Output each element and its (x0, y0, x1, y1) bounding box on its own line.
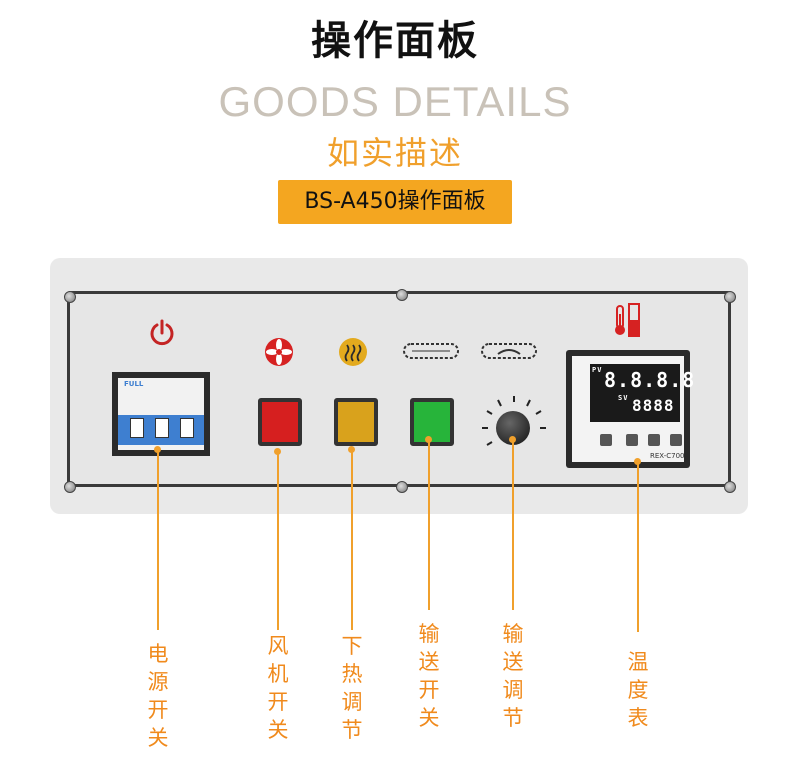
conveyor-switch[interactable] (410, 398, 454, 446)
callout-conveyor-adjust: 输送调节 (502, 622, 524, 730)
screw (396, 481, 408, 493)
screw (724, 291, 736, 303)
callout-dot (348, 446, 355, 453)
heat-icon (339, 338, 367, 366)
pv-display: 8.8.8.8 (604, 368, 696, 392)
page-title: 操作面板 (311, 18, 479, 64)
model-badge: BS-A450操作面板 (278, 180, 512, 224)
callout-line (351, 450, 353, 630)
sv-label: SV (618, 394, 629, 402)
callout-line (157, 450, 159, 630)
breaker-brand: FULL (124, 380, 144, 388)
callout-fan: 风机开关 (267, 634, 289, 742)
power-icon (150, 319, 174, 346)
breaker-toggle[interactable] (180, 418, 194, 438)
callout-dot (425, 436, 432, 443)
thermometer-icon (615, 303, 640, 337)
callout-dot (154, 446, 161, 453)
fan-icon (265, 338, 293, 366)
heat-switch[interactable] (334, 398, 378, 446)
subtitle-chinese: 如实描述 (326, 134, 463, 172)
pv-label: PV (592, 366, 603, 374)
callout-temp: 温度表 (627, 650, 649, 730)
callout-dot (274, 448, 281, 455)
breaker-toggle[interactable] (155, 418, 169, 438)
controller-screen (590, 364, 680, 422)
screw (64, 291, 76, 303)
conveyor-chain-icon (403, 343, 459, 359)
callout-dot (634, 458, 641, 465)
conveyor-speed-icon (481, 343, 537, 359)
subtitle-english: GOODS DETAILS (218, 78, 572, 125)
callout-line (512, 440, 514, 610)
callout-power: 电源开关 (147, 642, 169, 750)
controller-button[interactable] (600, 434, 612, 446)
fan-switch[interactable] (258, 398, 302, 446)
dial-scale (482, 396, 546, 446)
controller-button[interactable] (670, 434, 682, 446)
controller-model: REX-C700 (650, 452, 685, 460)
callout-conveyor-switch: 输送开关 (418, 622, 440, 730)
callout-dot (509, 436, 516, 443)
callout-line (637, 462, 639, 632)
callout-heat: 下热调节 (341, 634, 363, 742)
callout-line (277, 452, 279, 630)
screw (64, 481, 76, 493)
screw (396, 289, 408, 301)
controller-button[interactable] (648, 434, 660, 446)
screw (724, 481, 736, 493)
breaker-toggle[interactable] (130, 418, 144, 438)
sv-display: 8888 (632, 396, 675, 415)
callout-line (428, 440, 430, 610)
controller-button[interactable] (626, 434, 638, 446)
